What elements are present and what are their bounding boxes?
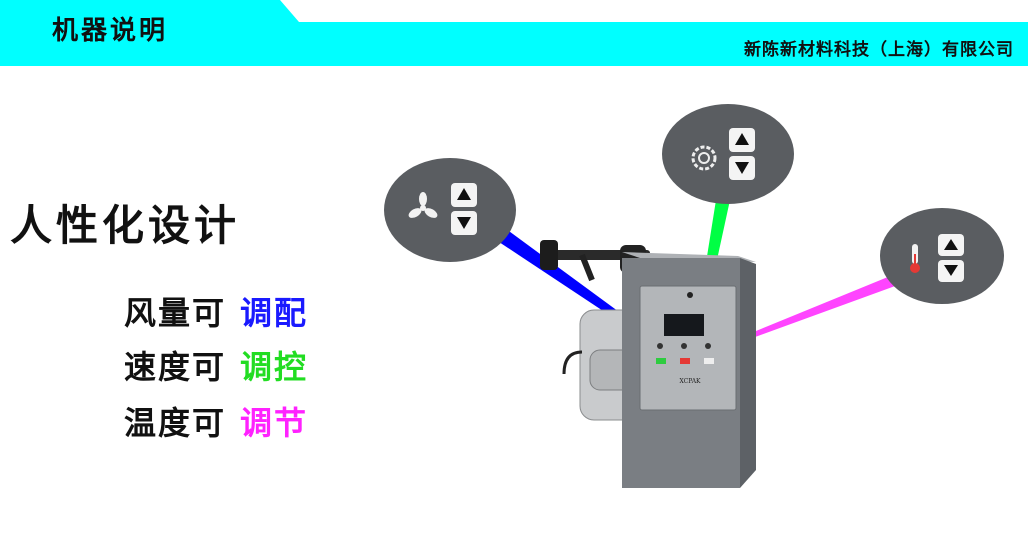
feature-action: 调配 <box>240 294 309 332</box>
temperature-beam <box>734 272 906 344</box>
machine-body: XCPAK <box>622 252 756 488</box>
header-tab <box>0 0 318 44</box>
machine-illustration: XCPAK <box>384 104 1004 488</box>
feature-speed: 速度可调控 <box>124 342 308 388</box>
feature-action: 调控 <box>240 348 309 386</box>
speed-callout <box>662 104 794 204</box>
headline: 人性化设计 <box>10 201 241 250</box>
company-name: 新陈新材料科技（上海）有限公司 <box>744 40 1014 60</box>
fan-icon <box>408 192 438 218</box>
feature-label: 速度可 <box>124 348 227 386</box>
gear-icon <box>691 145 717 171</box>
thermometer-icon <box>910 244 920 273</box>
feature-label: 风量可 <box>124 294 227 332</box>
feature-action: 调节 <box>240 404 309 442</box>
temperature-callout <box>880 208 1004 304</box>
feature-temperature: 温度可调节 <box>124 398 308 444</box>
brand-label: XCPAK <box>679 378 701 385</box>
airflow-callout <box>384 158 516 262</box>
feature-airflow: 风量可调配 <box>124 288 308 334</box>
page-title: 机器说明 <box>52 16 169 46</box>
feature-label: 温度可 <box>124 404 227 442</box>
